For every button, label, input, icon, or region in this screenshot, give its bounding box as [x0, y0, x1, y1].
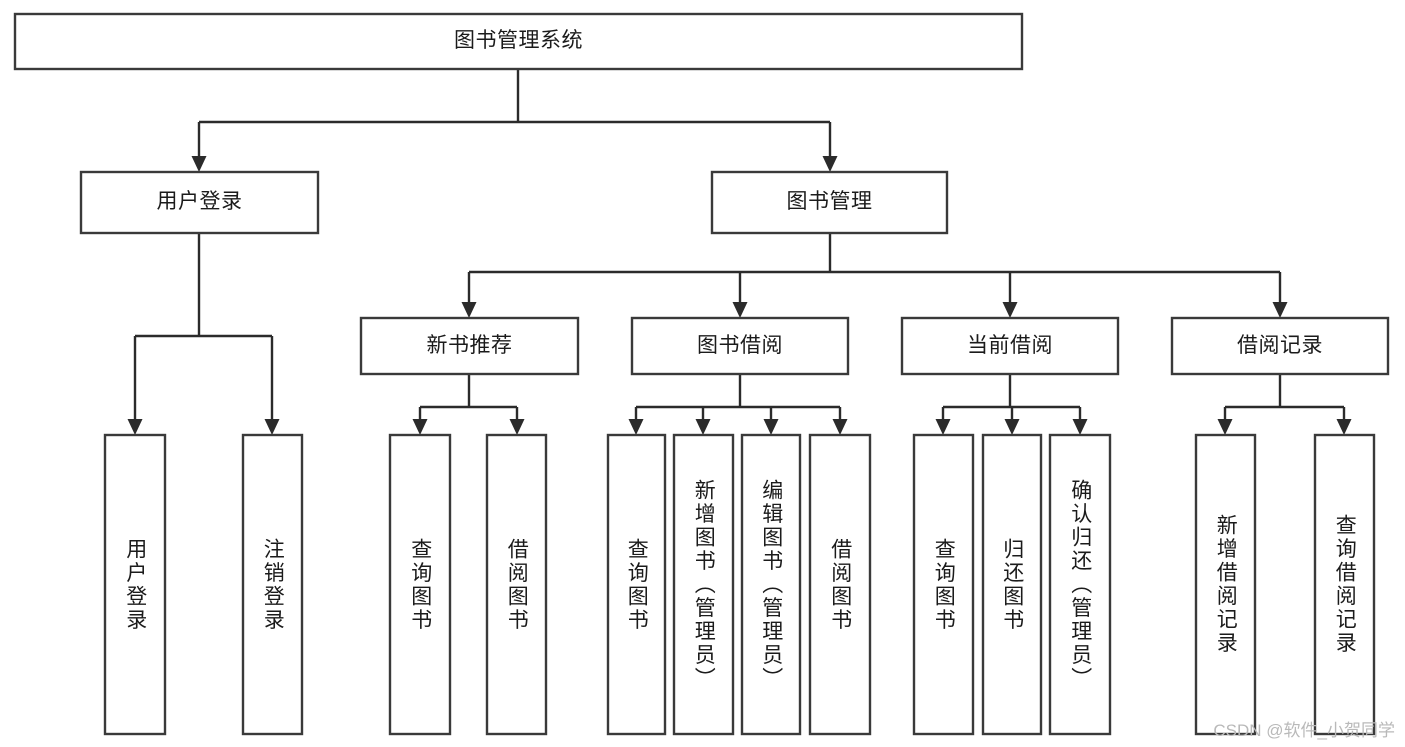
node-current-borrow-box[interactable] [900, 316, 1120, 376]
arrow-head-icon [1002, 302, 1018, 318]
node-leaf-borrow-book-box[interactable] [808, 433, 872, 736]
arrow-head-icon [628, 419, 644, 435]
node-leaf-confirm-return-box[interactable] [1048, 433, 1112, 736]
node-leaf-return-book-box[interactable] [981, 433, 1043, 736]
node-leaf-borrow-book-rec-box[interactable] [485, 433, 548, 736]
node-leaf-logout-box[interactable] [241, 433, 304, 736]
arrow-head-icon [1272, 302, 1288, 318]
arrow-head-icon [695, 419, 711, 435]
arrow-head-icon [1004, 419, 1020, 435]
node-user-login-box[interactable] [79, 170, 320, 235]
arrow-head-icon [191, 156, 207, 172]
node-leaf-user-login-box[interactable] [103, 433, 167, 736]
arrow-head-icon [822, 156, 838, 172]
node-leaf-query-book-rec-box[interactable] [388, 433, 452, 736]
arrow-head-icon [1072, 419, 1088, 435]
node-leaf-query-book-cur-box[interactable] [912, 433, 975, 736]
node-leaf-edit-book-box[interactable] [740, 433, 802, 736]
node-root-box[interactable] [13, 12, 1024, 71]
arrow-head-icon [461, 302, 477, 318]
arrow-head-icon [412, 419, 428, 435]
node-new-book-recommend-box[interactable] [359, 316, 580, 376]
arrow-head-icon [935, 419, 951, 435]
arrow-head-icon [1217, 419, 1233, 435]
arrow-head-icon [763, 419, 779, 435]
node-leaf-query-book-borrow-box[interactable] [606, 433, 667, 736]
node-leaf-add-record-box[interactable] [1194, 433, 1257, 736]
node-book-management-box[interactable] [710, 170, 949, 235]
node-leaf-query-record-box[interactable] [1313, 433, 1376, 736]
arrow-head-icon [732, 302, 748, 318]
node-leaf-add-book-box[interactable] [672, 433, 735, 736]
arrow-head-icon [509, 419, 525, 435]
edge-layer [127, 69, 1352, 435]
node-borrow-record-box[interactable] [1170, 316, 1390, 376]
arrow-head-icon [127, 419, 143, 435]
arrow-head-icon [832, 419, 848, 435]
box-layer [13, 12, 1390, 736]
node-book-borrow-box[interactable] [630, 316, 850, 376]
arrow-head-icon [1336, 419, 1352, 435]
arrow-head-icon [264, 419, 280, 435]
